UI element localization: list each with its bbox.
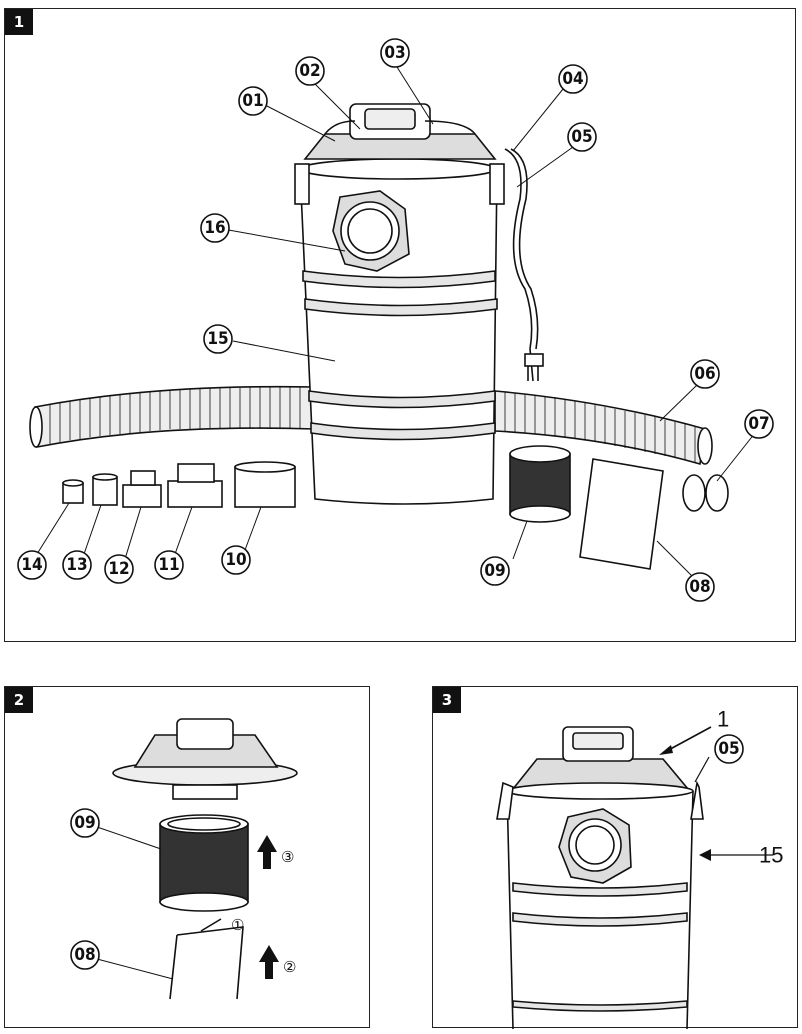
callout-08: 08 (74, 945, 95, 965)
callout-05: 05 (718, 739, 739, 759)
hose-left (29, 385, 316, 448)
filter-bag (169, 918, 244, 1000)
step-1-label: ① (231, 916, 244, 934)
figure-2-drawing: 09 08 ① ② ③ (70, 718, 298, 1000)
latches (496, 780, 704, 820)
callout-06: 06 (694, 364, 715, 384)
callout-16: 16 (204, 218, 225, 238)
figure-2-panel: 2 (4, 686, 370, 1028)
label-1: 1 (717, 707, 729, 732)
label-15: 15 (759, 843, 783, 868)
figure-2-tag: 2 (5, 687, 33, 713)
container-body (506, 782, 694, 1029)
power-cord (504, 148, 544, 382)
arrow-up-3 (257, 835, 277, 869)
callout-11: 11 (158, 555, 179, 575)
figure-3-tag: 3 (433, 687, 461, 713)
filter-bag (579, 458, 664, 570)
callout-15: 15 (207, 329, 228, 349)
callout-08: 08 (689, 577, 710, 597)
callout-14: 14 (21, 555, 42, 575)
figure-1-drawing: 01 02 03 04 05 06 07 08 09 10 11 12 13 1… (17, 38, 774, 602)
callout-01: 01 (242, 91, 263, 111)
figure-1-panel: 1 (4, 8, 796, 642)
suction-inlet (332, 190, 410, 272)
figure-3-panel: 3 (432, 686, 798, 1029)
callout-07: 07 (748, 414, 769, 434)
callout-09: 09 (74, 813, 95, 833)
hose-right (494, 390, 713, 466)
callout-05: 05 (571, 127, 592, 147)
arrow-up-2 (259, 945, 279, 979)
callout-09: 09 (484, 561, 505, 581)
nozzle-set (62, 461, 296, 508)
filter-cartridge (509, 445, 571, 523)
figure-1-tag: 1 (5, 9, 33, 35)
suction-inlet (558, 808, 632, 884)
filter-cartridge (159, 814, 249, 912)
leader-lines (36, 66, 756, 578)
step-2-label: ② (283, 958, 296, 976)
callout-13: 13 (66, 555, 87, 575)
arrowhead-head (659, 745, 673, 755)
callout-04: 04 (562, 69, 583, 89)
hose-clamps (682, 474, 729, 512)
callout-12: 12 (108, 559, 129, 579)
arrowhead-body (699, 849, 711, 861)
motor-head (112, 718, 298, 800)
leader-lines (96, 826, 174, 980)
step-3-label: ③ (281, 848, 294, 866)
leader-lines (694, 756, 773, 856)
motor-head (511, 726, 690, 790)
callout-03: 03 (384, 43, 405, 63)
motor-head (294, 103, 505, 205)
callout-10: 10 (225, 550, 246, 570)
figure-3-drawing: 05 1 15 (496, 707, 783, 1029)
callout-02: 02 (299, 61, 320, 81)
